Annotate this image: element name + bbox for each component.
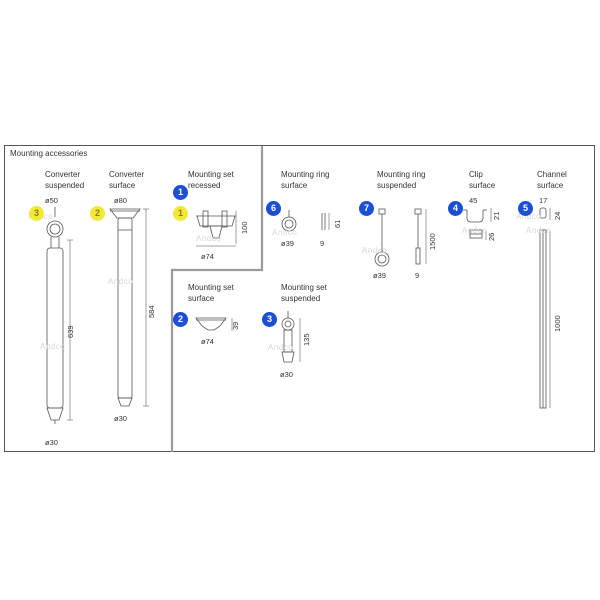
converter-surface-label-2: surface bbox=[109, 181, 136, 190]
mounting-ring-suspended-depth: 9 bbox=[415, 271, 420, 280]
mounting-set-suspended-drawing bbox=[281, 311, 301, 363]
section-title: Mounting accessories bbox=[10, 149, 88, 158]
channel-surface-width: 17 bbox=[539, 196, 548, 205]
converter-suspended-top-dim: ø50 bbox=[45, 196, 58, 205]
clip-surface-width: 45 bbox=[469, 196, 478, 205]
watermark: Andco bbox=[272, 228, 298, 237]
converter-surface-top-dim: ø80 bbox=[114, 196, 127, 205]
clip-surface-badge: 4 bbox=[448, 201, 463, 216]
mounting-set-surface-label-2: surface bbox=[188, 294, 215, 303]
mounting-set-surface-badge: 2 bbox=[173, 312, 188, 327]
clip-surface-depth: 26 bbox=[487, 232, 496, 241]
mounting-ring-surface-height: 61 bbox=[333, 219, 342, 228]
watermark: Andco bbox=[108, 277, 134, 286]
mounting-ring-suspended-width: ø39 bbox=[373, 271, 386, 280]
mounting-ring-surface-label-1: Mounting ring bbox=[281, 170, 330, 179]
mounting-set-surface-label-1: Mounting set bbox=[188, 283, 234, 292]
mounting-ring-suspended-label-2: suspended bbox=[377, 181, 417, 190]
mounting-set-suspended-label-1: Mounting set bbox=[281, 283, 327, 292]
mounting-set-surface-height: 39 bbox=[231, 321, 240, 330]
channel-surface-label-1: Channel bbox=[537, 170, 567, 179]
mounting-ring-suspended-drawing bbox=[374, 208, 427, 267]
mounting-set-recessed-width: ø74 bbox=[201, 252, 214, 261]
mounting-set-suspended-badge: 3 bbox=[262, 312, 277, 327]
mounting-set-recessed-height: 100 bbox=[240, 221, 249, 234]
converter-suspended-label-2: suspended bbox=[45, 181, 85, 190]
converter-suspended-label-1: Converter bbox=[45, 170, 81, 179]
mounting-ring-suspended-label-1: Mounting ring bbox=[377, 170, 426, 179]
watermark: Andco bbox=[268, 343, 294, 352]
mounting-set-surface-drawing bbox=[195, 317, 233, 331]
watermark: Andco bbox=[362, 246, 388, 255]
converter-suspended-length: 639 bbox=[66, 325, 75, 338]
mounting-ring-surface-depth: 9 bbox=[320, 239, 325, 248]
mounting-ring-surface-width: ø39 bbox=[281, 239, 294, 248]
mounting-ring-suspended-badge: 7 bbox=[359, 201, 374, 216]
channel-surface-height: 24 bbox=[553, 211, 562, 220]
section-divider bbox=[170, 146, 264, 452]
watermark: Andco bbox=[40, 342, 66, 351]
mounting-set-recessed-badge-yellow: 1 bbox=[173, 206, 188, 221]
mounting-set-recessed-label-2: recessed bbox=[188, 181, 221, 190]
channel-surface-label-2: surface bbox=[537, 181, 564, 190]
converter-surface-badge: 2 bbox=[90, 206, 105, 221]
mounting-ring-surface-drawing bbox=[281, 210, 330, 232]
diagram-frame bbox=[4, 145, 595, 452]
channel-surface-drawing bbox=[539, 207, 551, 409]
channel-surface-badge: 5 bbox=[518, 201, 533, 216]
mounting-set-recessed-label-1: Mounting set bbox=[188, 170, 234, 179]
mounting-set-suspended-width: ø30 bbox=[280, 370, 293, 379]
mounting-set-recessed-badge-blue: 1 bbox=[173, 185, 188, 200]
mounting-set-suspended-height: 135 bbox=[302, 333, 311, 346]
clip-surface-height: 21 bbox=[492, 211, 501, 220]
mounting-set-surface-width: ø74 bbox=[201, 337, 214, 346]
converter-surface-length: 584 bbox=[147, 305, 156, 318]
mounting-ring-suspended-height: 1500 bbox=[428, 233, 437, 250]
converter-suspended-drawing bbox=[46, 207, 73, 424]
watermark: Andco bbox=[196, 234, 222, 243]
watermark: Andco bbox=[462, 226, 488, 235]
channel-surface-length: 1000 bbox=[553, 315, 562, 332]
mounting-set-suspended-label-2: suspended bbox=[281, 294, 321, 303]
converter-suspended-badge: 3 bbox=[29, 206, 44, 221]
mounting-ring-surface-label-2: surface bbox=[281, 181, 308, 190]
converter-suspended-bottom-dim: ø30 bbox=[45, 438, 58, 447]
mounting-ring-surface-badge: 6 bbox=[266, 201, 281, 216]
converter-surface-bottom-dim: ø30 bbox=[114, 414, 127, 423]
converter-surface-label-1: Converter bbox=[109, 170, 145, 179]
clip-surface-label-2: surface bbox=[469, 181, 496, 190]
converter-surface-drawing bbox=[109, 208, 149, 407]
watermark: Andco bbox=[526, 226, 552, 235]
mounting-set-recessed-drawing bbox=[196, 210, 237, 247]
clip-surface-label-1: Clip bbox=[469, 170, 483, 179]
watermark: Andco bbox=[516, 212, 542, 221]
clip-surface-drawing bbox=[463, 208, 492, 240]
